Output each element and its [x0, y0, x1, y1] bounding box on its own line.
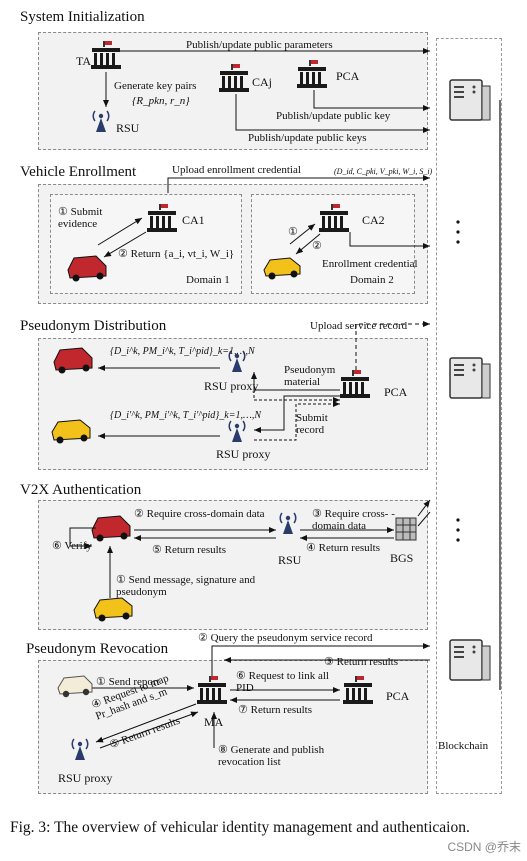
pseudo-section — [38, 338, 428, 470]
rsu-proxy-revoke-icon — [71, 738, 89, 761]
send-msg-label: ① Send message, signature and pseudonym — [116, 574, 256, 598]
blockchain-ellipsis-2 — [456, 518, 460, 542]
pseudo-title: Pseudonym Distribution — [20, 318, 167, 334]
ta-icon — [91, 41, 121, 69]
car-white-revoke-icon — [57, 675, 93, 698]
upload-cred-label: Upload enrollment credential — [172, 164, 301, 176]
domain2-box — [251, 194, 415, 294]
ta-label: TA — [76, 54, 92, 68]
publish-pub-key-label: Publish/update public key — [276, 110, 391, 122]
ca1-icon — [147, 204, 177, 232]
blockchain-server-1-icon — [449, 79, 491, 121]
car-yellow-pseudo-icon — [51, 419, 91, 444]
pca-init-label: PCA — [336, 69, 360, 83]
return-results-4-v2x-label: ④ Return results — [306, 542, 381, 554]
blockchain-label: Blockchain — [438, 740, 489, 752]
return-results-3-label: ③ Return results — [324, 656, 399, 668]
ma-label: MA — [204, 715, 224, 729]
pseudo-set-2: {D_i'^k, PM_i'^k, T_i'^pid}_k=1,…,N — [110, 410, 262, 421]
require-data-label: ② Require cross-domain data — [134, 508, 265, 520]
caj-icon — [219, 64, 249, 92]
require-cross-label: ③ Require cross- -domain data — [312, 508, 395, 532]
ma-icon — [197, 676, 227, 704]
ca2-label: CA2 — [362, 213, 385, 227]
enroll-cred-label: Enrollment credential — [322, 258, 418, 270]
send-report-label: ① Send report — [96, 676, 160, 688]
verify-label: ⑥ Verify — [52, 540, 92, 552]
rsu-init-label: RSU — [116, 121, 140, 135]
rsu-v2x-icon — [279, 512, 297, 535]
bgs-label: BGS — [390, 551, 414, 565]
caj-label: CAj — [252, 75, 273, 89]
request-link-label: ⑥ Request to link all PID — [236, 670, 329, 694]
gen-keys-label: Generate key pairs — [114, 80, 197, 92]
submit-record-label: Submit record — [296, 412, 328, 436]
rsu-v2x-label: RSU — [278, 553, 302, 567]
ca1-label: CA1 — [182, 213, 205, 227]
init-title: System Initialization — [20, 9, 145, 25]
rsu-init-icon — [92, 110, 110, 133]
query-label: ② Query the pseudonym service record — [198, 632, 373, 644]
publish-params-label: Publish/update public parameters — [186, 39, 333, 51]
submit-evidence-label: ① Submit evidence — [58, 206, 103, 230]
rsu-proxy-revoke-label: RSU proxy — [58, 771, 113, 785]
blockchain-column — [436, 38, 502, 794]
upload-service-label: Upload service record — [310, 320, 408, 332]
key-formula: {R_pkn, r_n} — [132, 95, 190, 107]
enroll-title: Vehicle Enrollment — [20, 164, 137, 180]
watermark: CSDN @乔末 — [447, 840, 521, 854]
blockchain-server-2-icon — [449, 357, 491, 399]
v2x-title: V2X Authentication — [20, 482, 142, 498]
generate-label: ⑧ Generate and publish revocation list — [218, 744, 325, 768]
pseudonym-material-label: Pseudonym material — [284, 364, 336, 388]
return-results-5-v2x-label: ⑤ Return results — [152, 544, 227, 556]
pca-pseudo-label: PCA — [384, 385, 408, 399]
car-yellow-v2x-icon — [93, 597, 133, 622]
ca2-icon — [319, 204, 349, 232]
rsu-proxy-2-icon — [228, 420, 246, 443]
cred-formula: (D_id, C_pki, V_pki, W_i, S_i) — [334, 167, 433, 176]
car-red-pseudo-icon — [53, 347, 93, 374]
return-results-7-label: ⑦ Return results — [238, 704, 313, 716]
publish-pub-keys-label: Publish/update public keys — [248, 132, 367, 144]
pca-revoke-icon — [343, 676, 373, 704]
return-formula-label: ② Return {a_i, vt_i, W_i} — [118, 248, 235, 260]
car-red-v2x-icon — [91, 515, 131, 542]
pca-pseudo-icon — [340, 370, 370, 398]
blockchain-ellipsis-1 — [456, 220, 460, 244]
blockchain-server-3-icon — [449, 639, 491, 681]
ca2-step1-label: ① — [288, 226, 298, 238]
pseudo-set-1: {D_i^k, PM_i^k, T_i^pid}_k=1,…,N — [110, 346, 255, 357]
domain2-label: Domain 2 — [350, 274, 394, 286]
car-red-enroll-icon — [67, 255, 107, 282]
pca-revoke-label: PCA — [386, 689, 410, 703]
domain1-label: Domain 1 — [186, 274, 230, 286]
revoke-title: Pseudonym Revocation — [26, 641, 169, 657]
rsu-proxy-1-label: RSU proxy — [204, 379, 259, 393]
revoke-section — [38, 660, 428, 794]
pca-init-icon — [297, 60, 327, 88]
figure-caption: Fig. 3: The overview of vehicular identi… — [10, 819, 470, 836]
bgs-icon — [395, 517, 417, 541]
rsu-proxy-2-label: RSU proxy — [216, 447, 271, 461]
ca2-step2-label: ② — [312, 240, 322, 252]
car-yellow-enroll-icon — [263, 257, 301, 280]
